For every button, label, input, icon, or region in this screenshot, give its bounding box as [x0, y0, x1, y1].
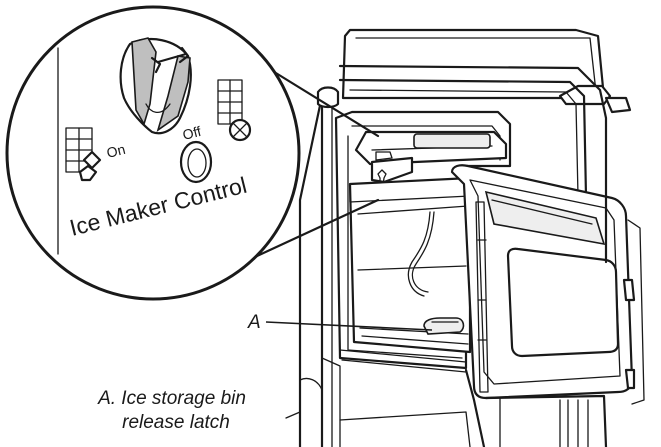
control-dial	[119, 37, 192, 135]
door-hinge-strip	[475, 201, 489, 393]
callout-leader-line	[265, 321, 433, 331]
ice-maker-toggle-switch	[179, 140, 213, 184]
door-window	[506, 247, 620, 358]
door-opening	[338, 78, 588, 198]
release-latch	[423, 317, 465, 335]
caption-line-2: release latch	[122, 412, 230, 433]
door-top-lip	[341, 28, 606, 100]
on-label: On	[105, 141, 127, 161]
callout-a: A	[247, 312, 433, 333]
ice-on-icon	[65, 127, 102, 182]
callout-letter: A	[247, 312, 261, 333]
zoom-lines	[242, 60, 380, 264]
ice-level-arm	[407, 211, 435, 297]
off-label: Off	[181, 123, 203, 143]
door-frame	[298, 64, 608, 447]
caption: A. Ice storage bin release latch	[97, 388, 246, 433]
door-lower-panel	[464, 368, 486, 447]
ice-off-icon	[217, 79, 252, 142]
rotate-arrow-icon	[156, 52, 188, 64]
freezer-door-illustration	[285, 28, 645, 447]
ice-maker-control-inset: On Off Ice Maker Control	[5, 5, 301, 301]
caption-line-1: A. Ice storage bin	[97, 388, 246, 409]
ice-maker-tray	[413, 133, 491, 149]
